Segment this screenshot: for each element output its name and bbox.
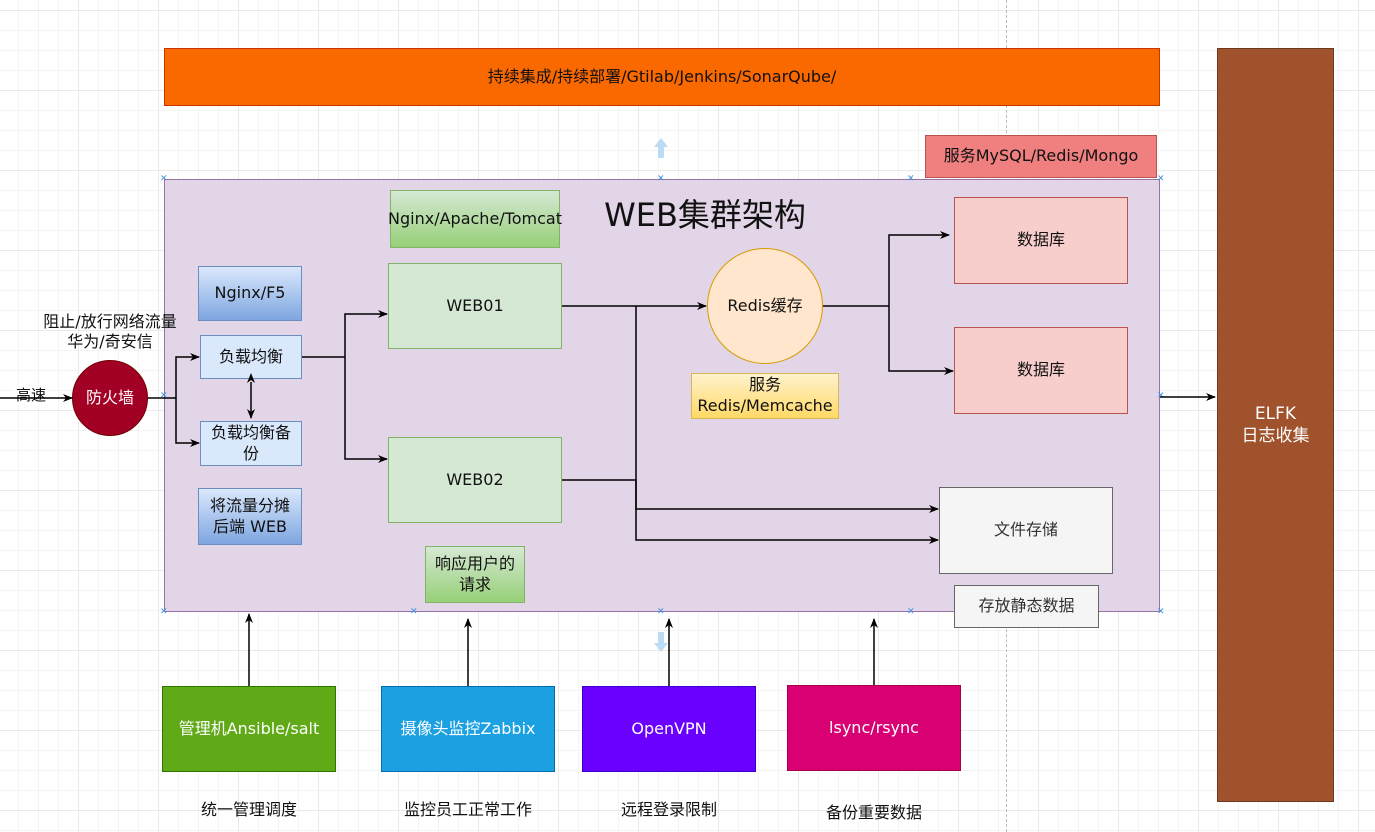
redis-note-text: 服务 Redis/Memcache [697, 375, 833, 415]
service-db-text: 服务MySQL/Redis/Mongo [943, 146, 1139, 166]
edge-to-db1 [888, 231, 950, 306]
rsync-box[interactable]: lsync/rsync [787, 685, 961, 771]
handle-icon[interactable]: ✕ [1157, 607, 1165, 617]
nginx-apache-tomcat-text: Nginx/Apache/Tomcat [388, 208, 562, 228]
load-balancer-label: 负载均衡 [218, 346, 283, 366]
edge-to-lb-backup [175, 398, 200, 447]
database-1[interactable]: 数据库 [954, 197, 1128, 284]
zabbix-box[interactable]: 摄像头监控Zabbix [381, 686, 555, 772]
redis-note[interactable]: 服务 Redis/Memcache [691, 373, 839, 419]
edge-to-lb [175, 353, 200, 398]
service-db-label[interactable]: 服务MySQL/Redis/Mongo [925, 135, 1157, 178]
rsync-caption: 备份重要数据 [825, 803, 922, 822]
edge-to-db2 [888, 306, 954, 375]
elfk-label: ELFK 日志收集 [1241, 403, 1310, 446]
handle-icon[interactable]: ✕ [657, 607, 665, 617]
web01-label: WEB01 [446, 295, 504, 315]
firewall-label: 防火墙 [85, 387, 134, 407]
web02-server[interactable]: WEB02 [388, 437, 562, 523]
handle-icon[interactable]: ✕ [160, 607, 168, 617]
edge-web02-storage [562, 479, 939, 544]
hover-arrow-up-icon [654, 138, 668, 158]
handle-icon[interactable]: ✕ [657, 174, 665, 184]
edge-to-web02 [344, 357, 388, 463]
handle-icon[interactable]: ✕ [1157, 174, 1165, 184]
file-storage-label: 文件存储 [993, 520, 1058, 540]
web02-label: WEB02 [446, 469, 504, 489]
edge-to-web01 [344, 310, 388, 357]
handle-icon[interactable]: ✕ [1157, 391, 1165, 401]
redis-cache-label: Redis缓存 [727, 295, 803, 315]
hover-arrow-down-icon [654, 632, 668, 652]
file-note[interactable]: 存放静态数据 [954, 585, 1099, 628]
lb-note-text: 将流量分摊后端 WEB [209, 495, 290, 536]
handle-icon[interactable]: ✕ [410, 607, 418, 617]
firewall[interactable]: 防火墙 [72, 360, 148, 436]
rsync-label: lsync/rsync [829, 717, 919, 737]
web-note[interactable]: 响应用户的请求 [425, 546, 525, 603]
redis-cache[interactable]: Redis缓存 [707, 248, 823, 364]
ansible-label: 管理机Ansible/salt [178, 718, 320, 738]
web01-server[interactable]: WEB01 [388, 263, 562, 349]
zabbix-label: 摄像头监控Zabbix [400, 718, 536, 738]
firewall-note: 阻止/放行网络流量 华为/奇安信 [43, 312, 177, 351]
lb-note[interactable]: 将流量分摊后端 WEB [198, 488, 302, 545]
database-2[interactable]: 数据库 [954, 327, 1128, 414]
database-1-label: 数据库 [1016, 230, 1065, 250]
nginx-f5-label[interactable]: Nginx/F5 [198, 266, 302, 321]
nginx-apache-tomcat-label[interactable]: Nginx/Apache/Tomcat [388, 190, 562, 248]
file-storage[interactable]: 文件存储 [939, 487, 1113, 574]
file-note-text: 存放静态数据 [978, 596, 1075, 616]
web-note-text: 响应用户的请求 [434, 553, 515, 594]
elfk-box[interactable]: ELFK 日志收集 [1217, 48, 1334, 802]
openvpn-box[interactable]: OpenVPN [582, 686, 756, 772]
handle-icon[interactable]: ✕ [160, 174, 168, 184]
openvpn-caption: 远程登录限制 [620, 800, 717, 819]
load-balancer-backup-label: 负载均衡备份 [210, 422, 291, 463]
handle-icon[interactable]: ✕ [907, 607, 915, 617]
ci-cd-label: 持续集成/持续部署/Gtilab/Jenkins/SonarQube/ [487, 66, 837, 86]
edge-web01-down [635, 306, 939, 513]
speed-label: 高速 [14, 384, 49, 405]
load-balancer-backup[interactable]: 负载均衡备份 [200, 421, 302, 466]
database-2-label: 数据库 [1016, 360, 1065, 380]
openvpn-label: OpenVPN [631, 718, 707, 738]
ci-cd-bar[interactable]: 持续集成/持续部署/Gtilab/Jenkins/SonarQube/ [164, 48, 1160, 106]
handle-icon[interactable]: ✕ [160, 391, 168, 401]
ansible-box[interactable]: 管理机Ansible/salt [162, 686, 336, 772]
ansible-caption: 统一管理调度 [200, 800, 297, 819]
cluster-title: WEB集群架构 [604, 196, 806, 234]
nginx-f5-text: Nginx/F5 [214, 283, 286, 303]
zabbix-caption: 监控员工正常工作 [403, 800, 532, 819]
handle-icon[interactable]: ✕ [907, 174, 915, 184]
